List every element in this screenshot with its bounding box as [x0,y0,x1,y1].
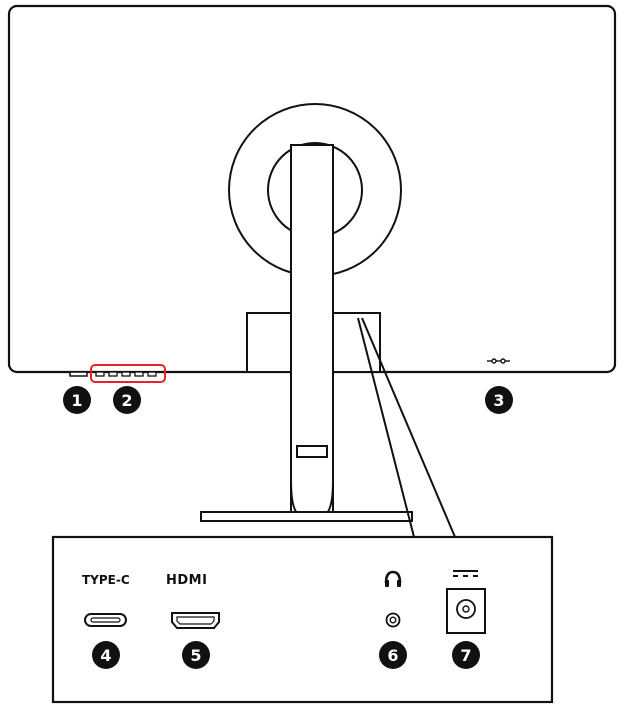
power-button [69,371,88,377]
callout-badge-2: 2 [113,386,141,414]
stand-base [200,511,413,522]
callout-badge-3: 3 [485,386,513,414]
headphone-icon [384,570,402,587]
svg-text:3: 3 [493,391,504,410]
svg-text:7: 7 [460,646,471,665]
stand-neck [290,144,334,516]
control-buttons-highlight [90,364,166,383]
svg-text:1: 1 [71,391,82,410]
stand-handle-slot [296,445,328,458]
callout-badge-6: 6 [379,641,407,669]
callout-badge-7: 7 [452,641,480,669]
dc-power-icon [453,570,478,577]
type-c-label: TYPE-C [82,573,130,587]
callout-badge-5: 5 [182,641,210,669]
svg-text:5: 5 [190,646,201,665]
hdmi-label: HDMI [166,573,207,588]
leader-line-right [361,317,456,538]
control-buttons [95,371,157,377]
leader-line-left [357,317,415,538]
svg-text:4: 4 [100,646,111,665]
svg-text:6: 6 [387,646,398,665]
callout-badge-4: 4 [92,641,120,669]
kensington-lock-icon [487,358,510,364]
callout-badge-1: 1 [63,386,91,414]
svg-text:2: 2 [121,391,132,410]
